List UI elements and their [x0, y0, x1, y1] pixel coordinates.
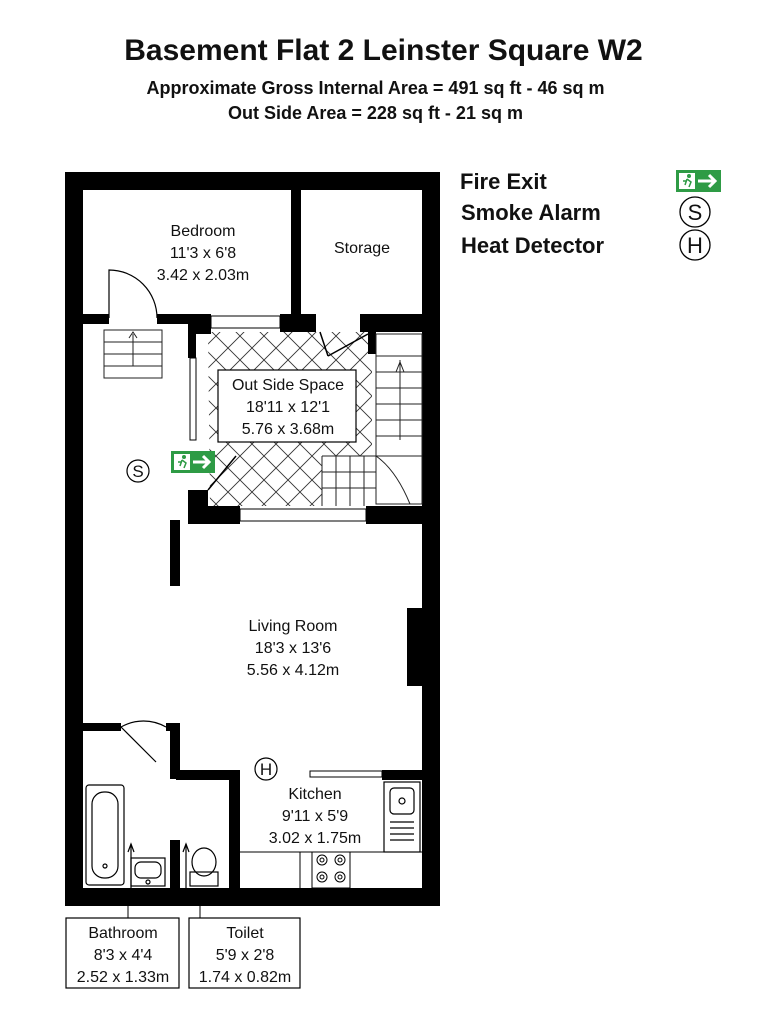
legend-fire-exit-icon: [676, 170, 721, 192]
wash-basin: [127, 842, 166, 888]
bathtub: [85, 784, 125, 886]
legend-heat-detector-icon: H: [679, 229, 711, 261]
living-imperial: 18'3 x 13'6: [255, 640, 331, 657]
room-living: Living Room 18'3 x 13'6 5.56 x 4.12m: [247, 618, 340, 679]
gross-internal-area: Approximate Gross Internal Area = 491 sq…: [146, 78, 605, 98]
outside-area: Out Side Area = 228 sq ft - 21 sq m: [228, 103, 523, 123]
kitchen-worktop: [240, 851, 422, 889]
bedroom-door: [108, 269, 158, 319]
heat-detector-icon: H: [254, 757, 278, 781]
external-stairs: [321, 333, 423, 506]
plan-title: Basement Flat 2 Leinster Square W2: [124, 34, 643, 67]
fire-exit-sign-icon: [171, 451, 215, 473]
toilet-metric: 1.74 x 0.82m: [199, 969, 292, 986]
toilet-fixture: [182, 842, 219, 888]
bathroom-metric: 2.52 x 1.33m: [77, 969, 170, 986]
room-kitchen: Kitchen 9'11 x 5'9 3.02 x 1.75m: [269, 786, 362, 847]
windows: [189, 315, 383, 778]
legend: Fire Exit Smoke Alarm Heat Detector S H: [460, 169, 721, 261]
internal-stairs: [103, 329, 163, 379]
outside-imperial: 18'11 x 12'1: [246, 399, 330, 416]
legend-smoke-alarm: Smoke Alarm: [461, 200, 601, 225]
bathroom-door: [120, 720, 167, 763]
courtyard-door: [207, 455, 237, 491]
room-bedroom: Bedroom 11'3 x 6'8 3.42 x 2.03m: [157, 223, 250, 284]
legend-smoke-alarm-icon: S: [679, 196, 711, 228]
living-metric: 5.56 x 4.12m: [247, 662, 340, 679]
legend-heat-detector: Heat Detector: [461, 233, 604, 258]
heat-detector-symbol: H: [260, 760, 272, 779]
storage-name: Storage: [334, 240, 390, 257]
kitchen-name: Kitchen: [288, 786, 341, 803]
kitchen-sink: [383, 781, 421, 853]
room-outside-space: Out Side Space 18'11 x 12'1 5.76 x 3.68m: [217, 369, 357, 443]
storage-door: [319, 331, 369, 357]
kitchen-metric: 3.02 x 1.75m: [269, 830, 362, 847]
outside-metric: 5.76 x 3.68m: [242, 421, 335, 438]
legend-smoke-symbol: S: [688, 200, 703, 225]
room-bathroom: Bathroom 8'3 x 4'4 2.52 x 1.33m: [65, 906, 180, 989]
bedroom-metric: 3.42 x 2.03m: [157, 267, 250, 284]
smoke-alarm-icon: S: [126, 459, 150, 483]
legend-heat-symbol: H: [687, 233, 703, 258]
walls: [65, 172, 440, 906]
bedroom-name: Bedroom: [171, 223, 236, 240]
toilet-imperial: 5'9 x 2'8: [216, 947, 275, 964]
toilet-name: Toilet: [226, 925, 264, 942]
legend-fire-exit: Fire Exit: [460, 169, 547, 194]
bathroom-name: Bathroom: [88, 925, 157, 942]
room-storage: Storage: [334, 240, 390, 257]
outside-name: Out Side Space: [232, 377, 344, 394]
bathroom-imperial: 8'3 x 4'4: [94, 947, 153, 964]
bedroom-imperial: 11'3 x 6'8: [170, 245, 236, 262]
smoke-alarm-symbol: S: [132, 462, 143, 481]
living-name: Living Room: [249, 618, 338, 635]
room-toilet: Toilet 5'9 x 2'8 1.74 x 0.82m: [188, 906, 301, 989]
kitchen-imperial: 9'11 x 5'9: [282, 808, 348, 825]
